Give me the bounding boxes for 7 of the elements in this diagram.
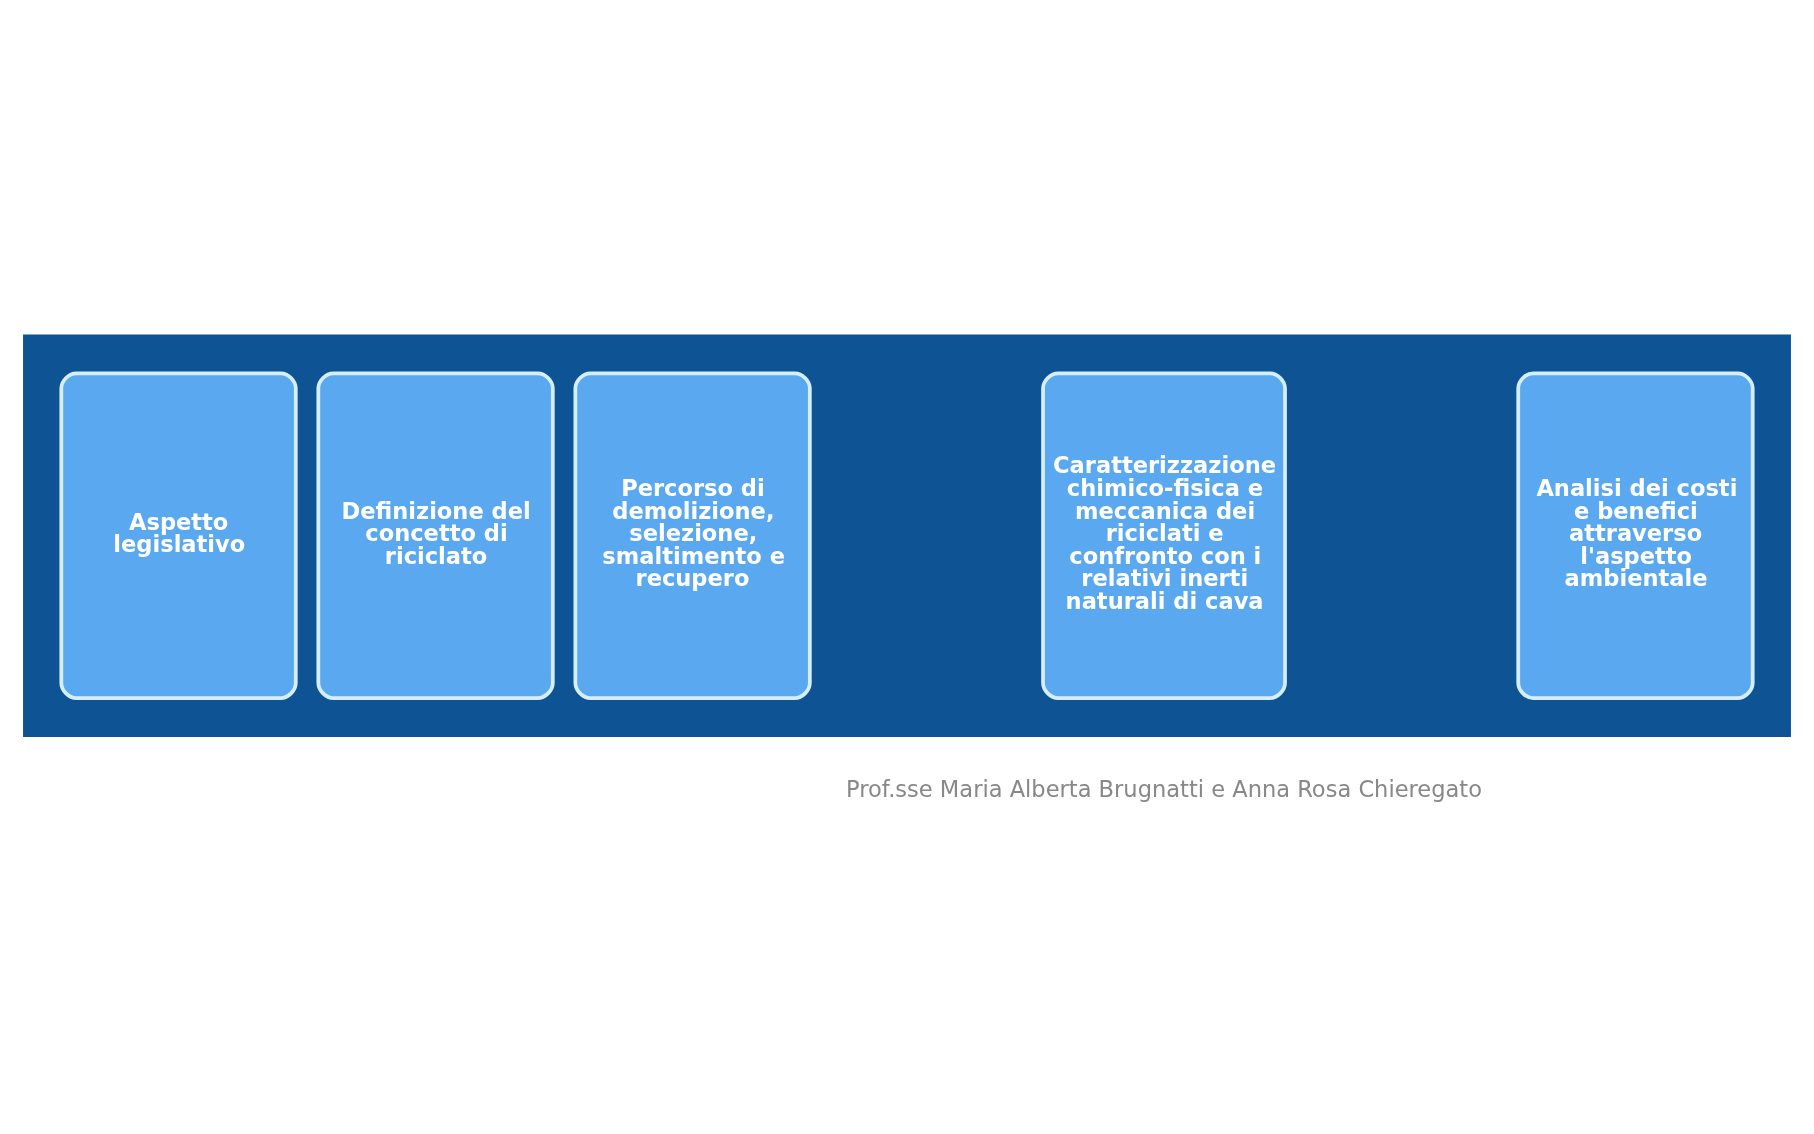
label: Prof.sse Maria Alberta Brugnatti e Anna Rosa Chieregato — [846, 775, 1482, 802]
node-box: Percorso di demolizione, selezione, smaltimento e recupero — [573, 371, 812, 700]
node-box: Definizione del concetto di riciclato — [316, 371, 555, 700]
cluster — [23, 334, 1791, 737]
node-box: Analisi dei costi e benefici attraverso l'aspetto ambientale — [1516, 371, 1755, 700]
node-box: Caratterizzazione chimico-fisica e meccanica dei riciclati e confronto con i relativi inerti naturali di cava — [1041, 371, 1287, 700]
node-box: Aspetto legislativo — [59, 371, 298, 700]
